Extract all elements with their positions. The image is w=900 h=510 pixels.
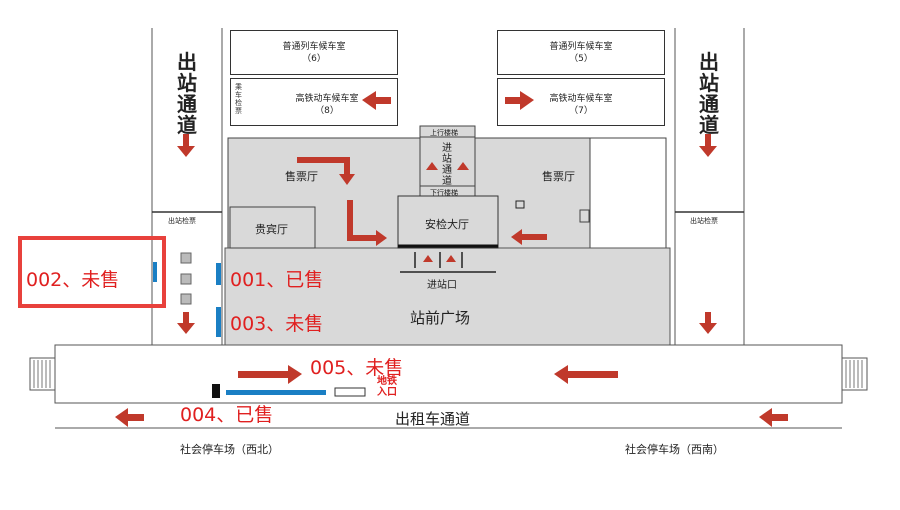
entry-channel: 进站通道 <box>442 143 452 187</box>
room-name: 普通列车候车室 <box>282 42 346 52</box>
arrow-turn-icon <box>347 200 387 246</box>
ad-spot-005[interactable]: 005、未售 <box>310 357 404 379</box>
exit-check-right: 出站检票 <box>690 217 718 225</box>
room-number: （5） <box>569 54 593 64</box>
arrow-down-icon <box>699 312 717 334</box>
room-number: （6） <box>302 54 326 64</box>
arrow-left-icon <box>759 408 788 427</box>
waiting-room-normal-5: 普通列车候车室 （5） <box>497 30 665 75</box>
arrow-right-icon <box>238 365 302 384</box>
arrow-left-icon <box>362 91 391 110</box>
parking-northwest: 社会停车场（西北） <box>180 443 279 456</box>
room-number: （8） <box>315 106 339 116</box>
room-name: 普通列车候车室 <box>549 42 613 52</box>
room-name: 高铁动车候车室 <box>549 94 613 104</box>
ad-spot-003[interactable]: 003、未售 <box>230 313 324 335</box>
highlight-box-002 <box>18 236 166 308</box>
arrow-down-icon <box>699 134 717 157</box>
arrow-left-icon <box>511 229 547 245</box>
arrow-up-icon <box>423 255 433 262</box>
metro-entrance: 地铁入口 <box>377 376 397 398</box>
room-number: （7） <box>569 106 593 116</box>
ad-spot-004[interactable]: 004、已售 <box>180 404 274 426</box>
ad-spot-002[interactable]: 002、未售 <box>26 269 120 291</box>
arrow-up-icon <box>426 162 438 170</box>
ticket-hall-left: 售票厅 <box>285 170 318 183</box>
arrow-down-icon <box>177 134 195 157</box>
entrance: 进站口 <box>427 280 457 291</box>
ticket-hall-right: 售票厅 <box>542 170 575 183</box>
arrow-left-icon <box>554 365 618 384</box>
arrow-turn-icon <box>297 157 355 185</box>
waiting-room-normal-6: 普通列车候车室 （6） <box>230 30 398 75</box>
arrow-right-icon <box>505 91 534 110</box>
arrow-up-icon <box>446 255 456 262</box>
security-hall: 安检大厅 <box>425 218 469 231</box>
down-stairs: 下行楼梯 <box>430 189 458 197</box>
exit-channel-left: 出站通道 <box>177 50 197 137</box>
exit-check-left: 出站检票 <box>168 217 196 225</box>
arrow-down-icon <box>177 312 195 334</box>
room-name: 高铁动车候车室 <box>295 94 359 104</box>
parking-southwest: 社会停车场（西南） <box>625 443 724 456</box>
arrow-up-icon <box>457 162 469 170</box>
ticket-check-label: 乘车检票 <box>235 83 242 115</box>
exit-channel-right: 出站通道 <box>699 50 719 137</box>
arrow-left-icon <box>115 408 144 427</box>
up-stairs: 上行楼梯 <box>430 129 458 137</box>
taxi-channel: 出租车通道 <box>395 410 471 428</box>
station-plaza: 站前广场 <box>410 309 471 327</box>
ad-spot-001[interactable]: 001、已售 <box>230 269 324 291</box>
vip-room: 贵宾厅 <box>255 223 288 236</box>
